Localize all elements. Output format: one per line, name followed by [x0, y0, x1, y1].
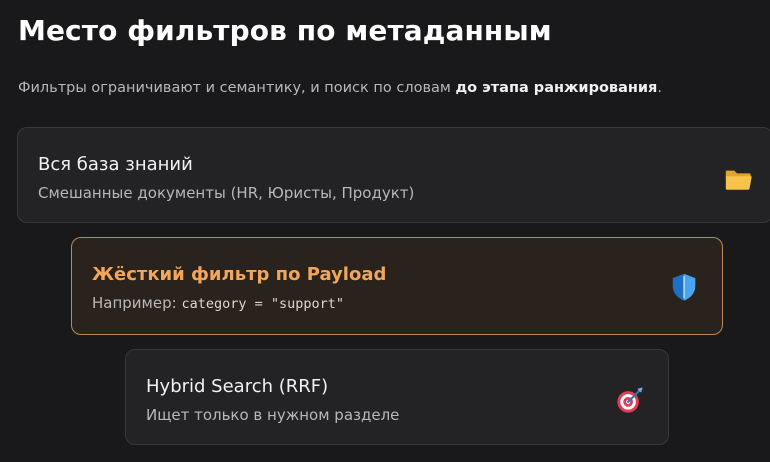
card-description: Ищет только в нужном разделе — [146, 406, 400, 424]
card-description: Смешанные документы (HR, Юристы, Продукт… — [38, 184, 415, 202]
subtitle-text: Фильтры ограничивают и семантику, и поис… — [18, 80, 456, 96]
target-icon — [617, 387, 643, 413]
card-title: Вся база знаний — [38, 154, 193, 175]
card-description: Например: category = "support" — [92, 294, 344, 312]
subtitle-emphasis: до этапа ранжирования — [455, 80, 658, 96]
filter-code: category = "support" — [181, 296, 344, 312]
card-title: Жёсткий фильтр по Payload — [92, 264, 387, 285]
shield-icon — [672, 273, 696, 301]
card-knowledge-base: Вся база знаний Смешанные документы (HR,… — [17, 127, 770, 223]
card-title: Hybrid Search (RRF) — [146, 376, 329, 397]
card-payload-filter: Жёсткий фильтр по Payload Например: cate… — [71, 237, 723, 335]
folder-icon — [725, 170, 752, 190]
example-label: Например: — [92, 294, 182, 312]
page-title: Место фильтров по метаданным — [18, 14, 552, 47]
card-hybrid-search: Hybrid Search (RRF) Ищет только в нужном… — [125, 349, 669, 445]
subtitle-end: . — [657, 80, 662, 96]
page-subtitle: Фильтры ограничивают и семантику, и поис… — [18, 80, 662, 96]
